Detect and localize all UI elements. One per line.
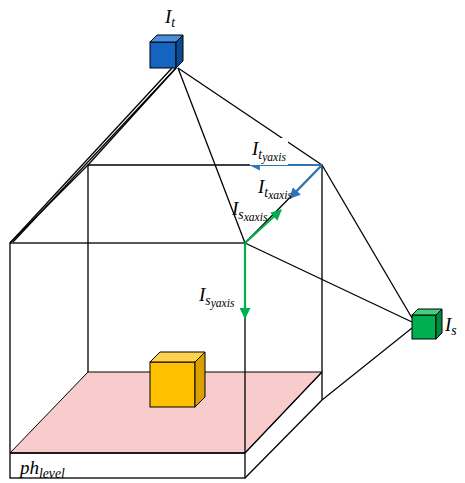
axis-label: Itxaxis xyxy=(256,176,294,203)
volume-box xyxy=(10,165,322,478)
axis-label: It xyxy=(163,6,177,33)
axis-label: Is xyxy=(443,314,459,339)
top-camera-cube xyxy=(150,35,183,68)
axis-label: Isxaxis xyxy=(230,198,270,225)
axis-arrow xyxy=(290,165,322,198)
object-cube xyxy=(150,352,205,407)
axis-arrow xyxy=(244,243,246,318)
projection-lines xyxy=(10,68,412,400)
axis-label: Isyaxis xyxy=(197,284,237,311)
axis-label: phlevel xyxy=(18,457,67,482)
axis-label: Ityaxis xyxy=(250,138,288,165)
side-camera-cube xyxy=(412,309,442,339)
